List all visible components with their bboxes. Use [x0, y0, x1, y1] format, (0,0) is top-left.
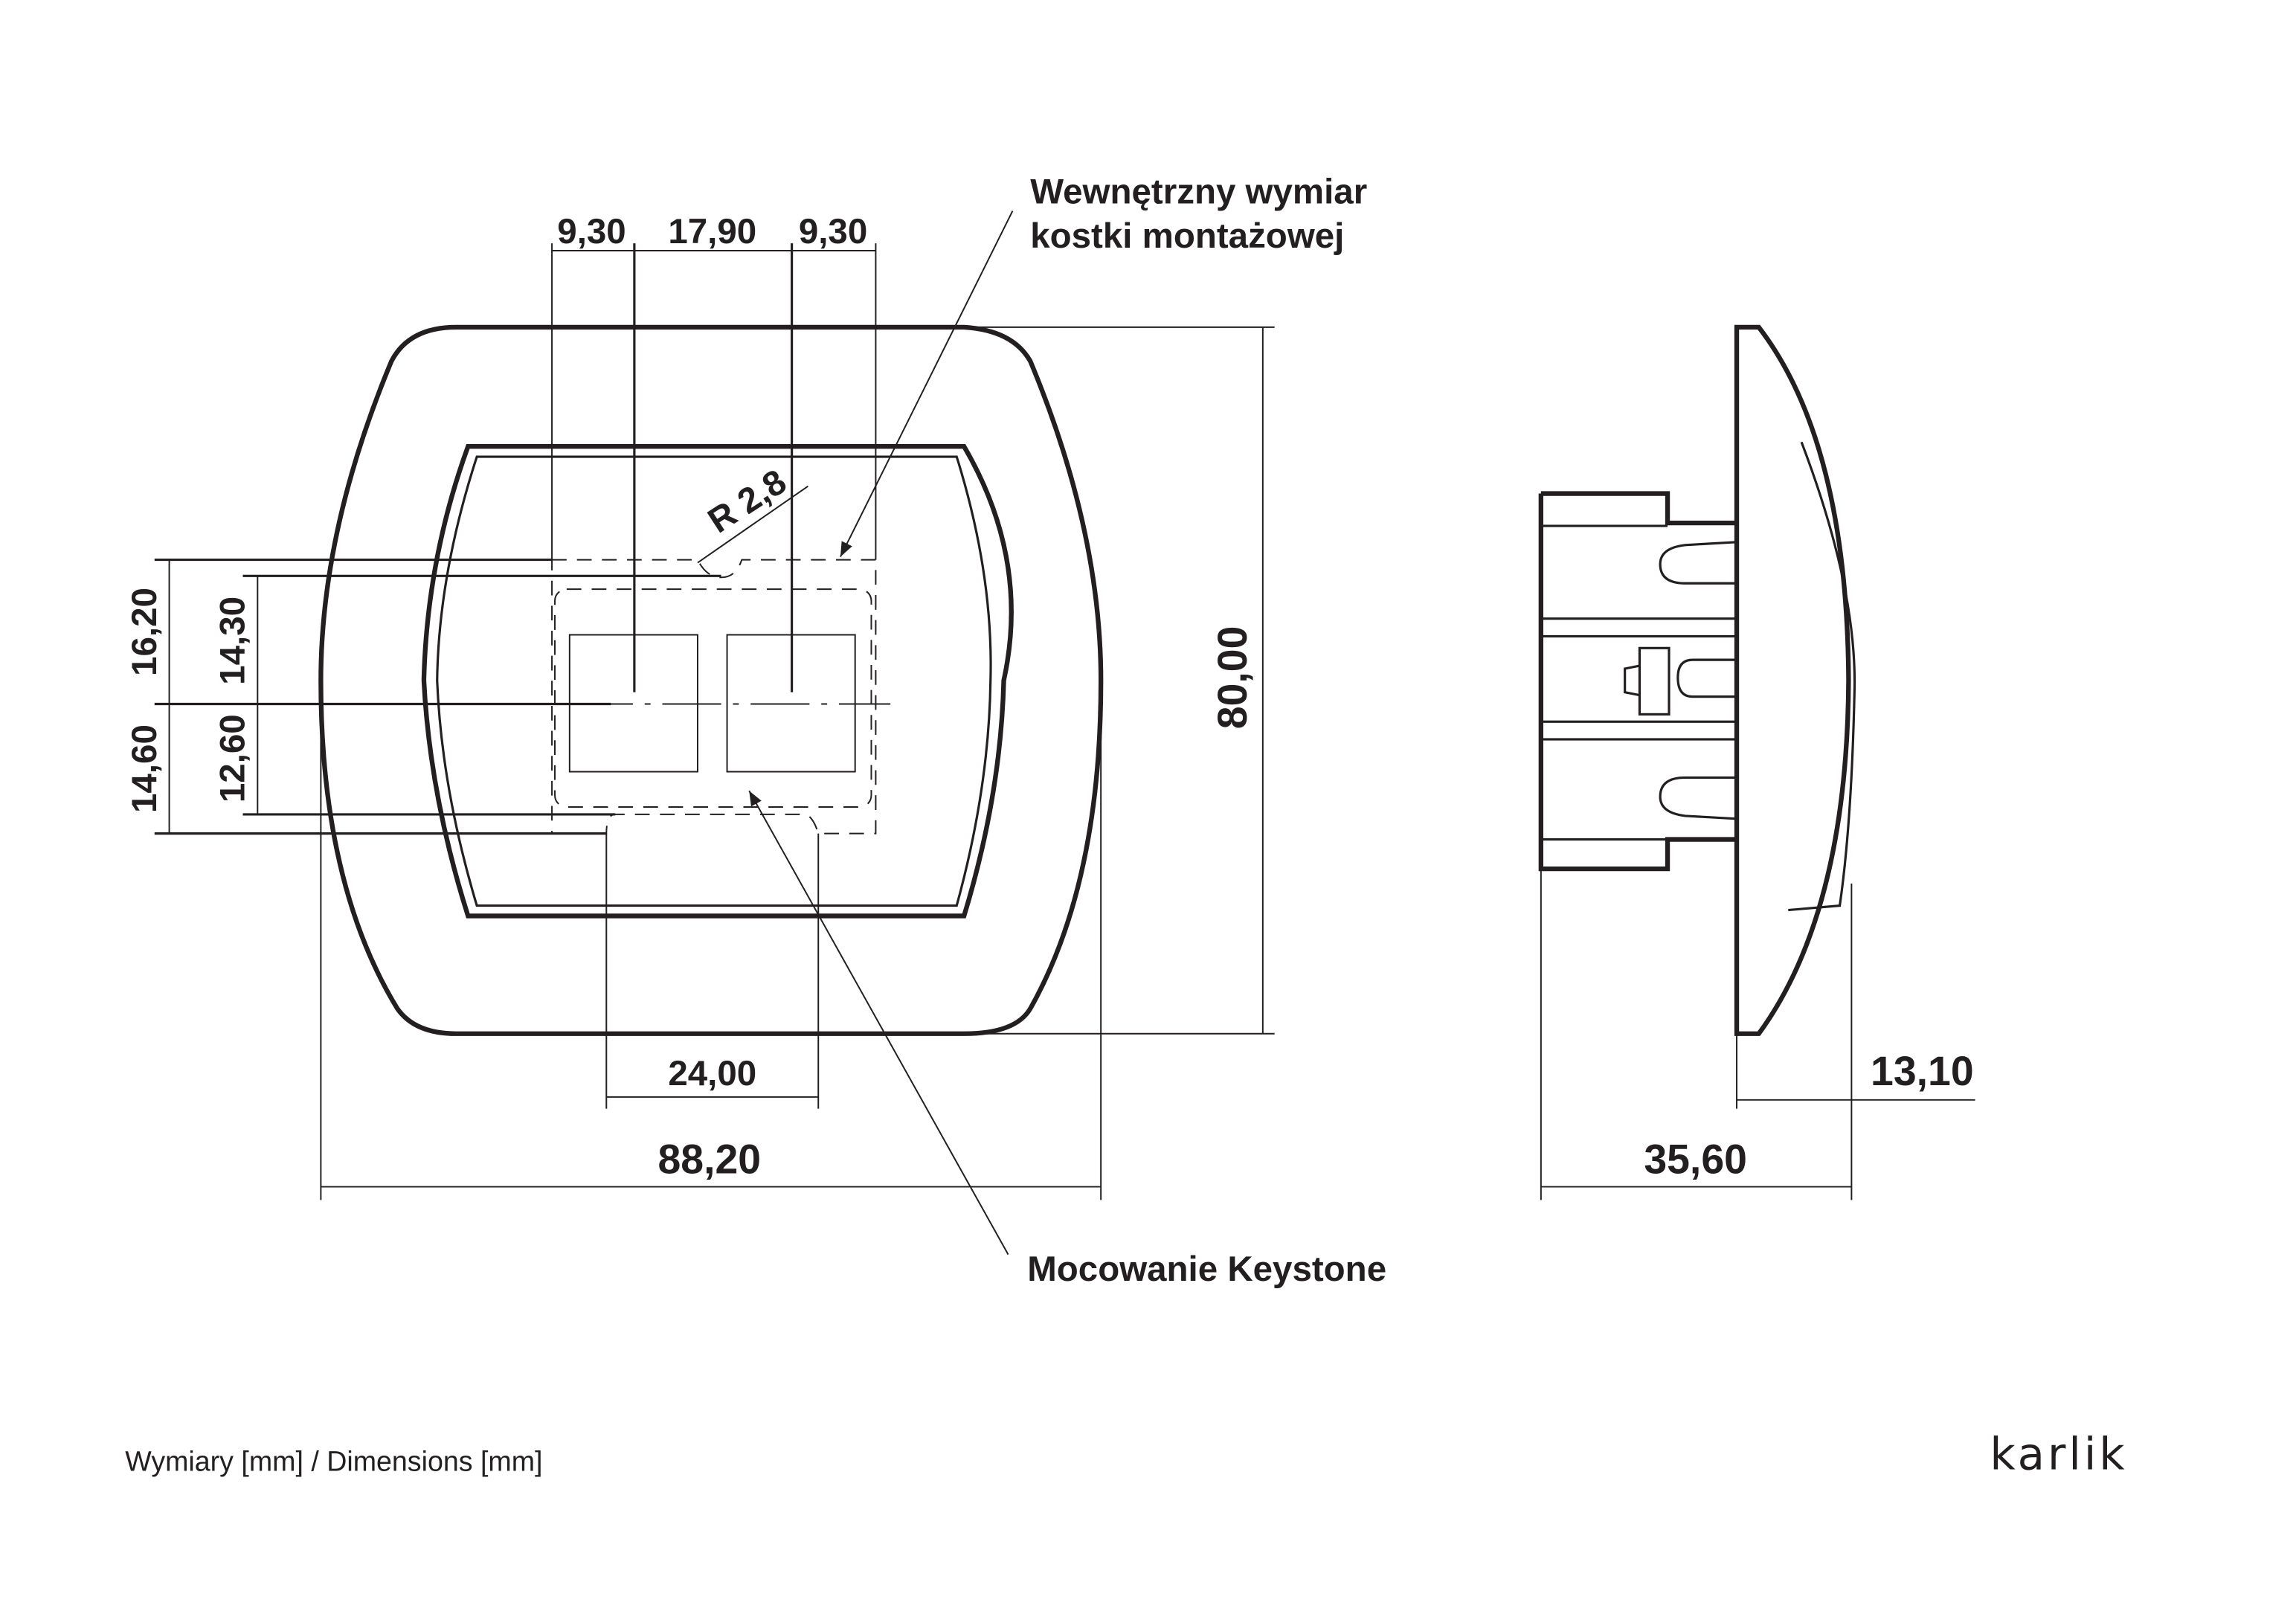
side-view: 13,10 35,60: [1538, 324, 1975, 1200]
dim-height: 80,00: [1209, 626, 1255, 730]
dim-radius: R 2,8: [701, 462, 794, 541]
callout-keystone: Mocowanie Keystone: [748, 790, 1386, 1289]
height-dimension: 80,00: [964, 326, 1275, 1035]
keystone-outline: [486, 559, 891, 835]
dim-width: 88,20: [657, 1137, 761, 1183]
callout-inner-dimension: Wewnętrzny wymiar kostki montażowej: [840, 173, 1367, 558]
dim-left-upper-outer: 16,20: [125, 588, 164, 676]
dim-left-lower-outer: 14,60: [125, 724, 164, 813]
units-note: Wymiary [mm] / Dimensions [mm]: [125, 1445, 542, 1476]
dim-spacing: 24,00: [668, 1054, 756, 1093]
front-view: 9,30 17,90 9,30 16,20 14,60 14,30 12,60 …: [125, 173, 1386, 1290]
top-dimensions: 9,30 17,90 9,30: [551, 212, 877, 692]
dim-total-depth: 35,60: [1644, 1137, 1747, 1183]
inner-window: [421, 444, 1014, 919]
svg-text:Mocowanie Keystone: Mocowanie Keystone: [1027, 1250, 1386, 1289]
svg-text:kostki montażowej: kostki montażowej: [1030, 216, 1344, 256]
dim-left-lower-inner: 12,60: [213, 714, 252, 803]
dim-top-middle: 17,90: [668, 212, 756, 251]
dim-top-left: 9,30: [557, 212, 626, 251]
dim-top-right: 9,30: [799, 212, 867, 251]
dim-front-depth: 13,10: [1871, 1048, 1974, 1094]
svg-text:Wewnętrzny wymiar: Wewnętrzny wymiar: [1030, 173, 1367, 212]
left-dimensions: 16,20 14,60 14,30 12,60: [125, 558, 721, 835]
dim-left-upper-inner: 14,30: [213, 597, 252, 685]
brand-logo: karlik: [1990, 1429, 2127, 1480]
